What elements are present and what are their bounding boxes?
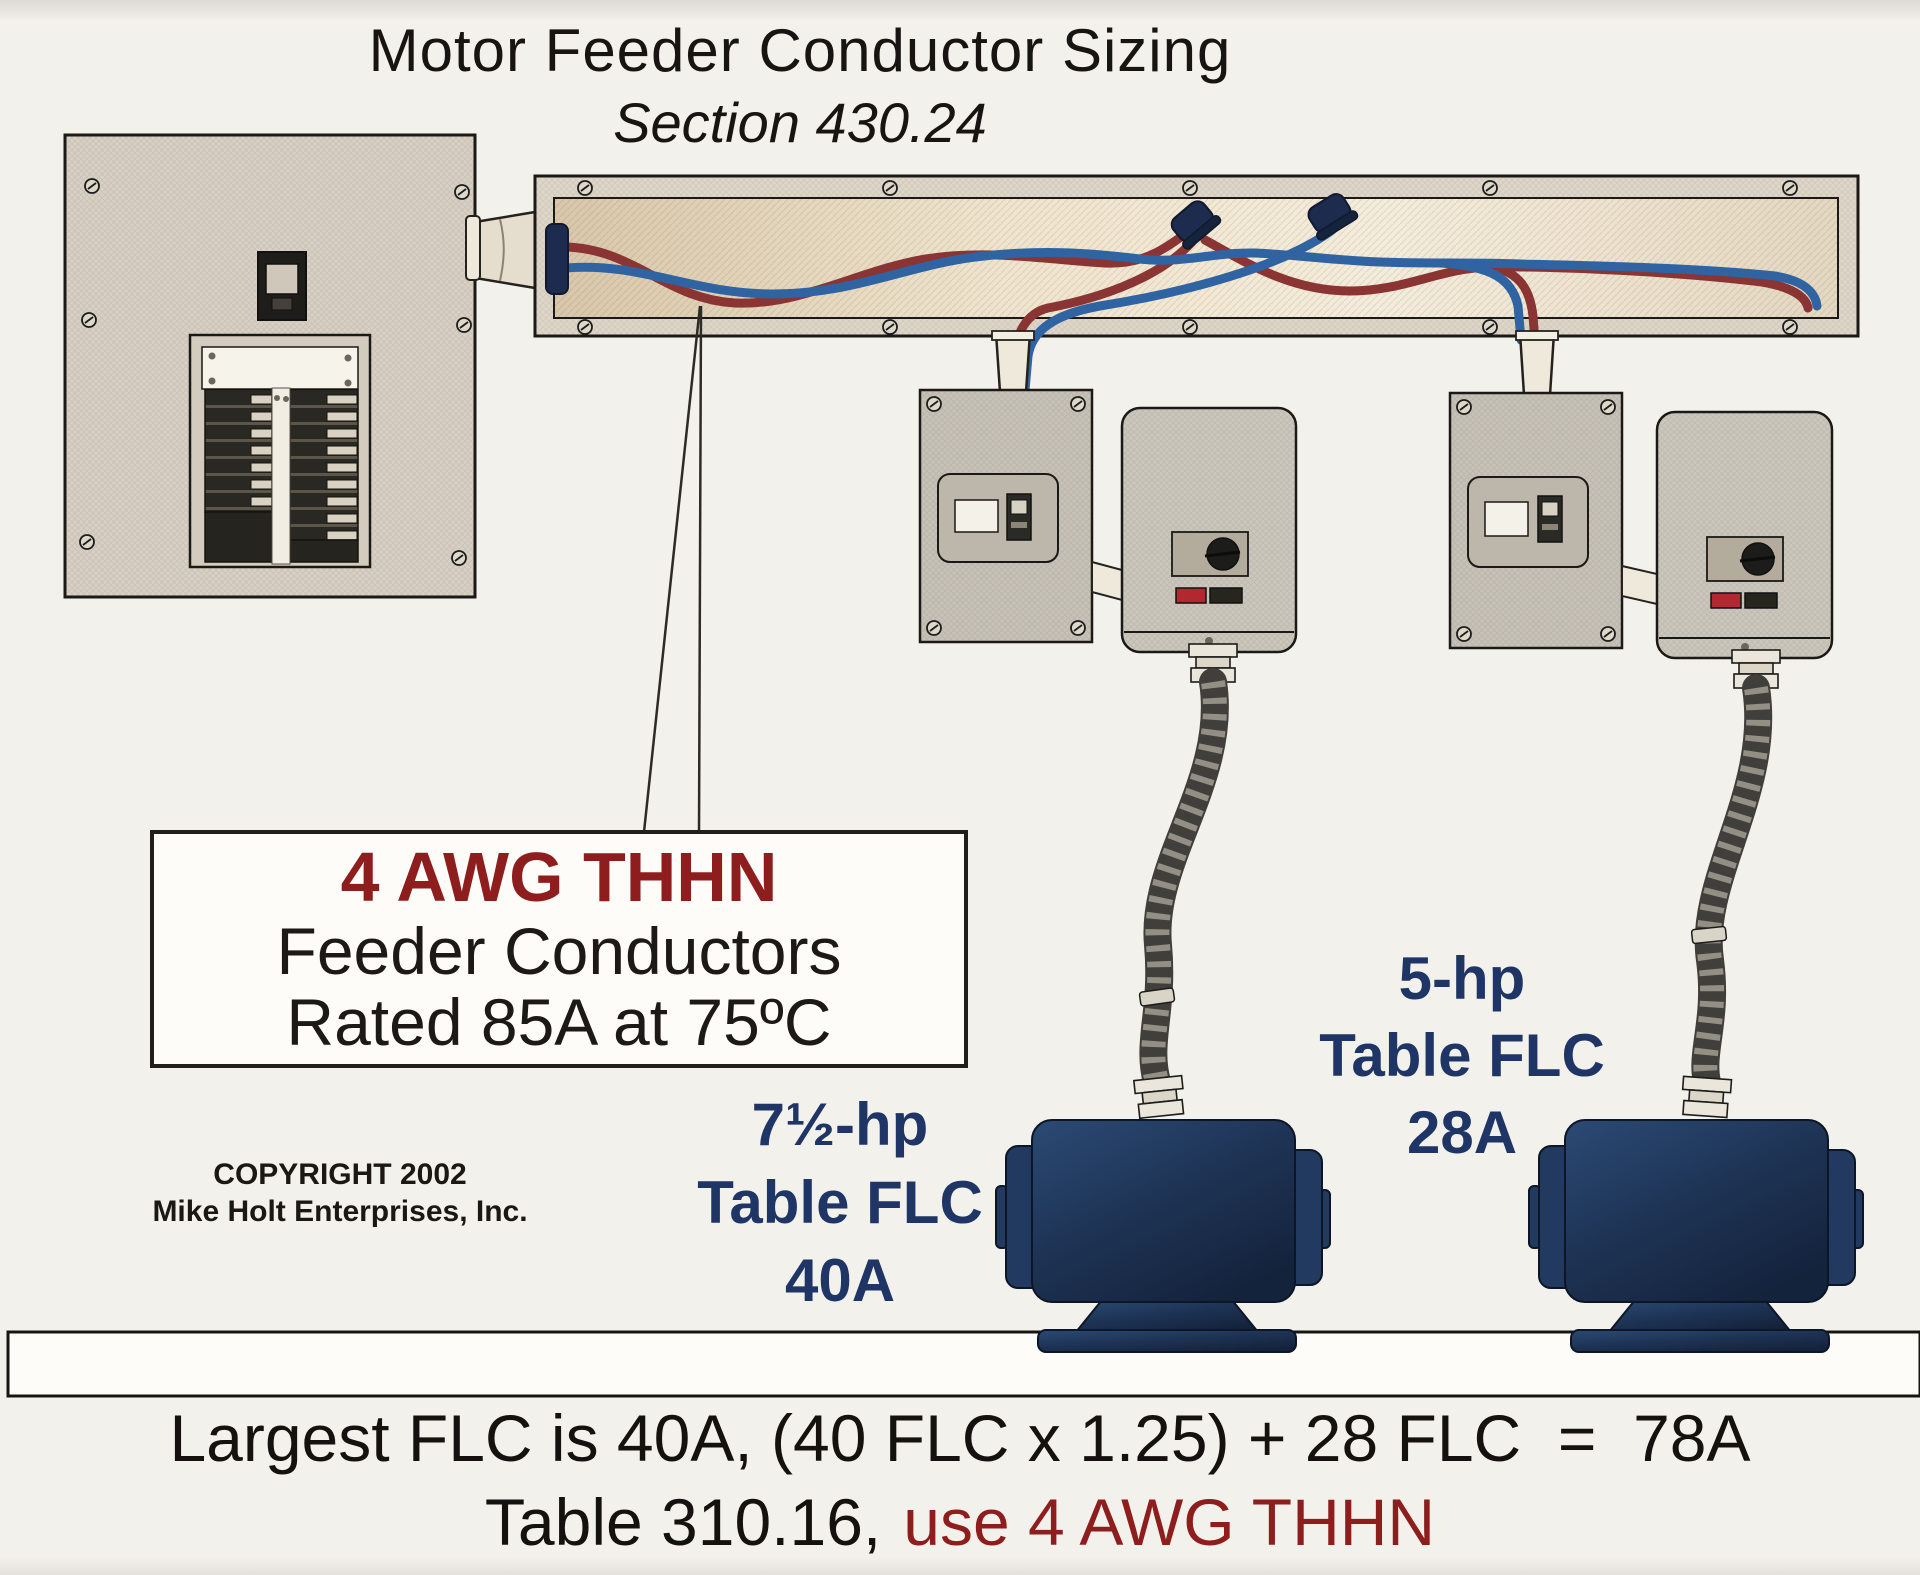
motor-2-flc-value: 28A (1406, 1099, 1518, 1166)
page-title: Motor Feeder Conductor Sizing (368, 17, 1232, 84)
disconnect-switch-2 (1448, 391, 1624, 650)
stop-button (1209, 587, 1243, 604)
switch-handle-icon (1537, 495, 1563, 543)
flex-conduit-2 (1680, 649, 1781, 1119)
motor-1-label: 7½-hp Table FLC 40A (680, 1086, 1000, 1320)
start-button (1175, 587, 1207, 604)
callout-line-3: Rated 85A at 75ºC (286, 984, 832, 1059)
motor-starter-2 (1655, 410, 1834, 660)
connect-nipple-2 (1621, 564, 1658, 606)
stop-button (1744, 592, 1778, 609)
switch-handle-icon (1006, 493, 1032, 541)
main-breaker (257, 251, 307, 321)
motor-1 (995, 1119, 1331, 1353)
drop-conduit-1 (991, 330, 1035, 394)
table-reference: Table 310.16, (484, 1485, 882, 1559)
blue-conductor (561, 225, 1822, 395)
callout-conductor-size: 4 AWG THHN (340, 837, 778, 916)
starter-knob-icon (1739, 542, 1776, 576)
flex-conduit-1 (1133, 643, 1238, 1120)
feeder-callout-box: 4 AWG THHN Feeder Conductors Rated 85A a… (150, 830, 968, 1068)
motor-2-hp: 5-hp (1398, 945, 1526, 1012)
motor-1-hp: 7½-hp (751, 1091, 929, 1158)
callout-line-2: Feeder Conductors (276, 913, 842, 988)
start-button (1710, 592, 1742, 609)
motor-2-flc-source: Table FLC (1319, 1022, 1605, 1089)
feeder-conduit-nipple (465, 210, 537, 290)
breaker-columns (188, 333, 372, 569)
feeder-conductors (545, 193, 1822, 395)
copyright-notice: COPYRIGHT 2002 Mike Holt Enterprises, In… (120, 1156, 560, 1230)
conclusion-line: Table 310.16, use 4 AWG THHN (0, 1484, 1920, 1560)
motor-2 (1528, 1119, 1864, 1353)
motor-starter-1 (1120, 406, 1298, 654)
panelboard (63, 133, 477, 599)
wire-nut-splice (1170, 193, 1359, 250)
motor-1-flc-source: Table FLC (697, 1169, 983, 1236)
conductor-selection: use 4 AWG THHN (903, 1485, 1436, 1559)
copyright-line-1: COPYRIGHT 2002 (213, 1158, 467, 1191)
disconnect-switch-1 (918, 388, 1094, 644)
copyright-line-2: Mike Holt Enterprises, Inc. (152, 1195, 528, 1228)
leader-line (642, 305, 703, 833)
drop-conduit-2 (1515, 330, 1559, 397)
connect-nipple-1 (1091, 560, 1123, 602)
motor-2-label: 5-hp Table FLC 28A (1302, 940, 1622, 1171)
calculation-line: Largest FLC is 40A, (40 FLC x 1.25) + 28… (169, 1401, 1751, 1475)
wire-bushing (545, 223, 569, 295)
starter-knob-icon (1204, 537, 1241, 571)
motor-1-flc-value: 40A (784, 1247, 896, 1314)
section-reference: Section 430.24 (613, 91, 987, 154)
